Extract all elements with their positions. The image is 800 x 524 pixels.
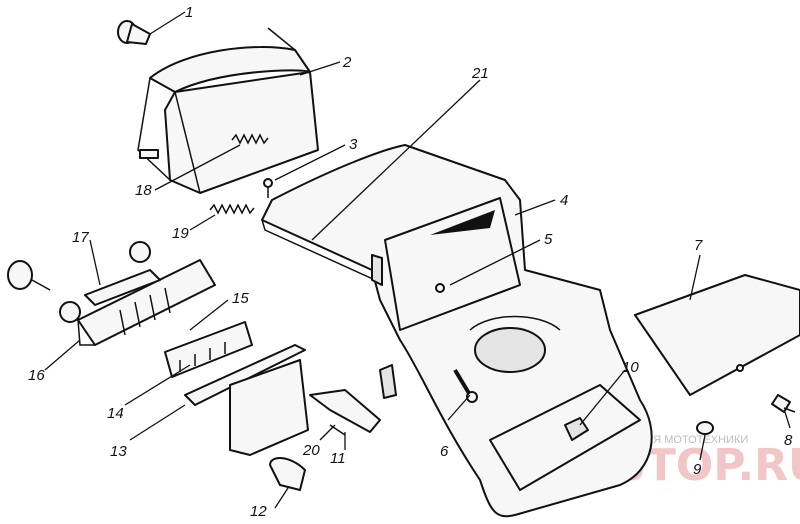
part-small-switch — [309, 389, 381, 433]
callout-13: 13 — [110, 443, 127, 460]
callouts: 1 2 3 4 5 6 7 8 9 10 11 12 13 14 15 16 1… — [28, 4, 793, 520]
callout-6: 6 — [440, 443, 449, 460]
part-headlight-housing — [137, 27, 319, 194]
callout-14: 14 — [107, 405, 124, 422]
part-cover-panel — [634, 274, 800, 396]
callout-9: 9 — [693, 461, 702, 478]
callout-20: 20 — [302, 442, 320, 459]
part-washer — [696, 421, 714, 435]
callout-7: 7 — [694, 237, 703, 254]
part-bolt — [453, 368, 478, 403]
part-knobs — [7, 241, 151, 323]
part-socket — [269, 457, 306, 491]
callout-18: 18 — [135, 182, 152, 199]
callout-3: 3 — [349, 136, 358, 153]
callout-5: 5 — [544, 231, 553, 248]
part-ignition-switch — [564, 417, 589, 441]
callout-11: 11 — [330, 450, 346, 467]
part-spring-lower — [209, 203, 255, 215]
callout-17: 17 — [72, 229, 89, 246]
part-switch-bank — [164, 321, 253, 378]
callout-1: 1 — [185, 4, 193, 21]
part-switch-cover — [84, 269, 161, 306]
callout-16: 16 — [28, 367, 45, 384]
part-bracket — [184, 344, 309, 456]
part-screw-5 — [435, 283, 445, 293]
part-spring-upper — [231, 133, 269, 145]
callout-21: 21 — [471, 65, 489, 82]
part-screw-small — [263, 178, 273, 198]
leader-lines — [44, 11, 791, 509]
callout-12: 12 — [250, 503, 267, 520]
callout-10: 10 — [622, 359, 639, 376]
part-key — [771, 394, 796, 413]
part-screw-20 — [329, 424, 346, 436]
part-console-body — [261, 144, 653, 518]
callout-4: 4 — [560, 192, 568, 209]
callout-19: 19 — [172, 225, 189, 242]
callout-8: 8 — [784, 432, 793, 449]
callout-2: 2 — [342, 54, 352, 71]
part-bulb — [117, 20, 151, 45]
callout-15: 15 — [232, 290, 249, 307]
